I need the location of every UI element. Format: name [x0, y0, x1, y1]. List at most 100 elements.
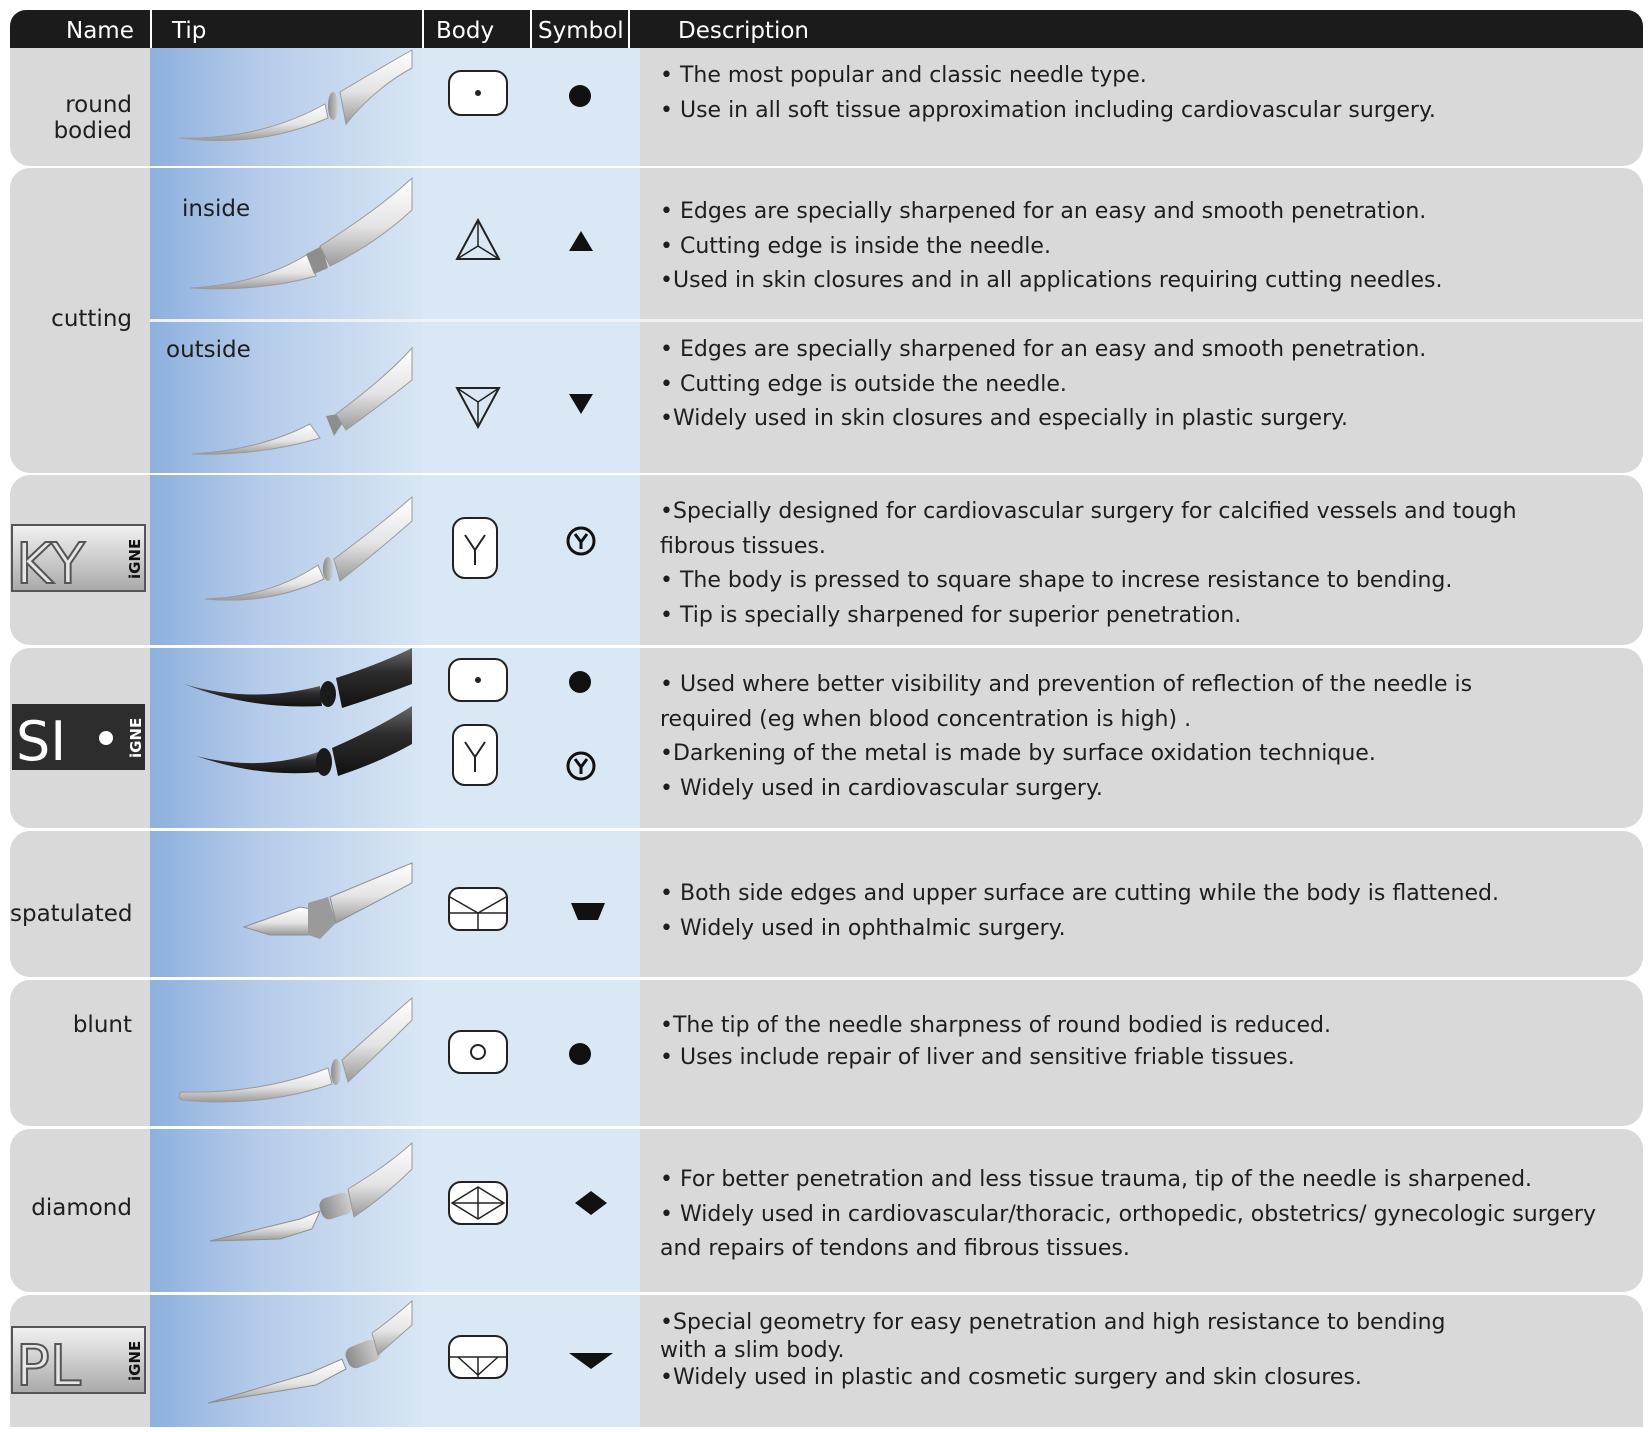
description-line: • Widely used in cardiovascular surgery. — [660, 775, 1103, 801]
y-body-icon — [452, 724, 498, 786]
header-divider — [628, 10, 630, 48]
description-line: required (eg when blood concentration is… — [660, 706, 1192, 732]
table-row-si-igne: SI iGNE • Used where better visibility a… — [10, 648, 1643, 828]
logo-mark-brand: iGNE — [126, 539, 144, 579]
diamond-body-icon — [448, 1181, 508, 1225]
filled-diamond-icon — [575, 1191, 607, 1215]
tip-cell — [150, 1129, 422, 1292]
filled-circle-icon — [569, 85, 591, 107]
tip-cell — [150, 831, 422, 977]
si-black-needles-icon — [184, 648, 412, 776]
filled-triangle-up-icon — [569, 231, 593, 251]
round-bodied-needle-icon — [179, 49, 413, 141]
tip-cell — [150, 48, 422, 166]
row-name: round bodied — [10, 92, 132, 144]
round-body-icon — [448, 70, 508, 116]
circled-y-icon — [566, 751, 596, 781]
description-line: • Tip is specially sharpened for superio… — [660, 602, 1242, 628]
table-row-diamond: diamond • For better penetration and les… — [10, 1129, 1643, 1292]
description-line: • The body is pressed to square shape to… — [660, 568, 1453, 593]
header-divider — [530, 10, 532, 48]
pl-body-icon — [448, 1335, 508, 1379]
filled-trapezoid-icon — [571, 903, 605, 920]
tip-cell — [150, 475, 422, 645]
header-symbol: Symbol — [538, 18, 624, 44]
row-description: • The most popular and classic needle ty… — [660, 59, 1590, 128]
description-line: • Edges are specially sharpened for an e… — [660, 337, 1427, 362]
description-line: • Edges are specially sharpened for an e… — [660, 199, 1427, 224]
row-description: • Edges are specially sharpened for an e… — [660, 333, 1590, 437]
description-line: • Use in all soft tissue approximation i… — [660, 97, 1436, 123]
row-description: • Used where better visibility and preve… — [660, 668, 1590, 806]
spatulated-body-icon — [448, 887, 508, 931]
description-line: •Specially designed for cardiovascular s… — [660, 499, 1517, 524]
description-line: •Widely used in skin closures and especi… — [660, 406, 1348, 431]
subrow-divider — [150, 319, 1643, 322]
logo-mark-brand: iGNE — [127, 718, 145, 758]
row-description: • For better penetration and less tissue… — [660, 1163, 1596, 1267]
filled-triangle-down-icon — [569, 394, 593, 414]
subrow-label-outside: outside — [166, 337, 251, 363]
header-divider — [422, 10, 424, 48]
row-description: •The tip of the needle sharpness of roun… — [660, 1010, 1590, 1074]
description-line: •Used in skin closures and in all applic… — [660, 268, 1443, 293]
description-line: fibrous tissues. — [660, 533, 826, 559]
y-body-icon — [452, 517, 498, 579]
description-line: • Cutting edge is inside the needle. — [660, 233, 1051, 259]
row-name: diamond — [31, 1195, 132, 1221]
blunt-needle-icon — [178, 996, 413, 1103]
header-name: Name — [66, 18, 134, 44]
round-body-icon — [448, 658, 508, 702]
filled-flat-triangle-down-icon — [569, 1353, 613, 1369]
row-description: •Specially designed for cardiovascular s… — [660, 495, 1590, 633]
diamond-needle-icon — [209, 1141, 413, 1242]
ky-needle-icon — [204, 495, 413, 601]
description-line: • Widely used in ophthalmic surgery. — [660, 915, 1066, 941]
description-line: • Cutting edge is outside the needle. — [660, 371, 1067, 397]
description-line: • For better penetration and less tissue… — [660, 1167, 1533, 1192]
header-tip: Tip — [172, 18, 207, 44]
description-line: • Uses include repair of liver and sensi… — [660, 1045, 1295, 1070]
description-line: • Both side edges and upper surface are … — [660, 881, 1499, 906]
tip-cell — [150, 1295, 422, 1427]
description-line: • Widely used in cardiovascular/thoracic… — [660, 1201, 1596, 1227]
logo-mark-brand: iGNE — [126, 1341, 144, 1381]
row-name: blunt — [72, 1012, 132, 1038]
pl-needle-icon — [207, 1299, 413, 1404]
pl-igne-logo: PL iGNE — [11, 1326, 146, 1400]
table-row-blunt: blunt •The tip of the needle sharpness o… — [10, 980, 1643, 1126]
filled-circle-icon — [569, 1043, 591, 1065]
row-description: •Special geometry for easy penetration a… — [660, 1309, 1590, 1392]
description-line: • Used where better visibility and preve… — [660, 672, 1473, 697]
header-divider — [150, 10, 152, 48]
table-header — [10, 10, 1643, 48]
header-description: Description — [678, 18, 809, 44]
row-name: spatulated — [10, 901, 133, 927]
description-line: •Darkening of the metal is made by surfa… — [660, 741, 1376, 766]
circled-y-icon — [566, 526, 596, 556]
ky-igne-logo: KY iGNE — [11, 524, 146, 598]
row-description: • Edges are specially sharpened for an e… — [660, 195, 1590, 299]
description-line: •Widely used in plastic and cosmetic sur… — [660, 1365, 1362, 1390]
logo-mark-pl: PL — [16, 1334, 81, 1399]
cutting-needles-icon — [189, 176, 413, 455]
tip-cell — [150, 648, 422, 828]
row-name: cutting — [51, 306, 132, 332]
filled-circle-icon — [569, 671, 591, 693]
spatulated-needle-icon — [242, 862, 413, 939]
subrow-label-inside: inside — [182, 196, 251, 222]
table-row-round-bodied: round bodied • The most popular and clas… — [10, 48, 1643, 166]
triangle-up-body-icon — [455, 217, 501, 260]
blunt-body-icon — [448, 1030, 508, 1074]
row-description: • Both side edges and upper surface are … — [660, 877, 1590, 946]
description-line: with a slim body. — [660, 1337, 845, 1363]
description-line: • The most popular and classic needle ty… — [660, 63, 1147, 88]
logo-mark-ky: KY — [16, 532, 86, 597]
table-row-spatulated: spatulated • Both side edges and upper s… — [10, 831, 1643, 977]
header-body: Body — [436, 18, 495, 44]
row-name-line: round — [65, 92, 132, 118]
tip-cell — [150, 980, 422, 1126]
description-line: •Special geometry for easy penetration a… — [660, 1310, 1446, 1335]
si-igne-logo: SI iGNE — [12, 704, 145, 773]
triangle-down-body-icon — [455, 387, 501, 430]
